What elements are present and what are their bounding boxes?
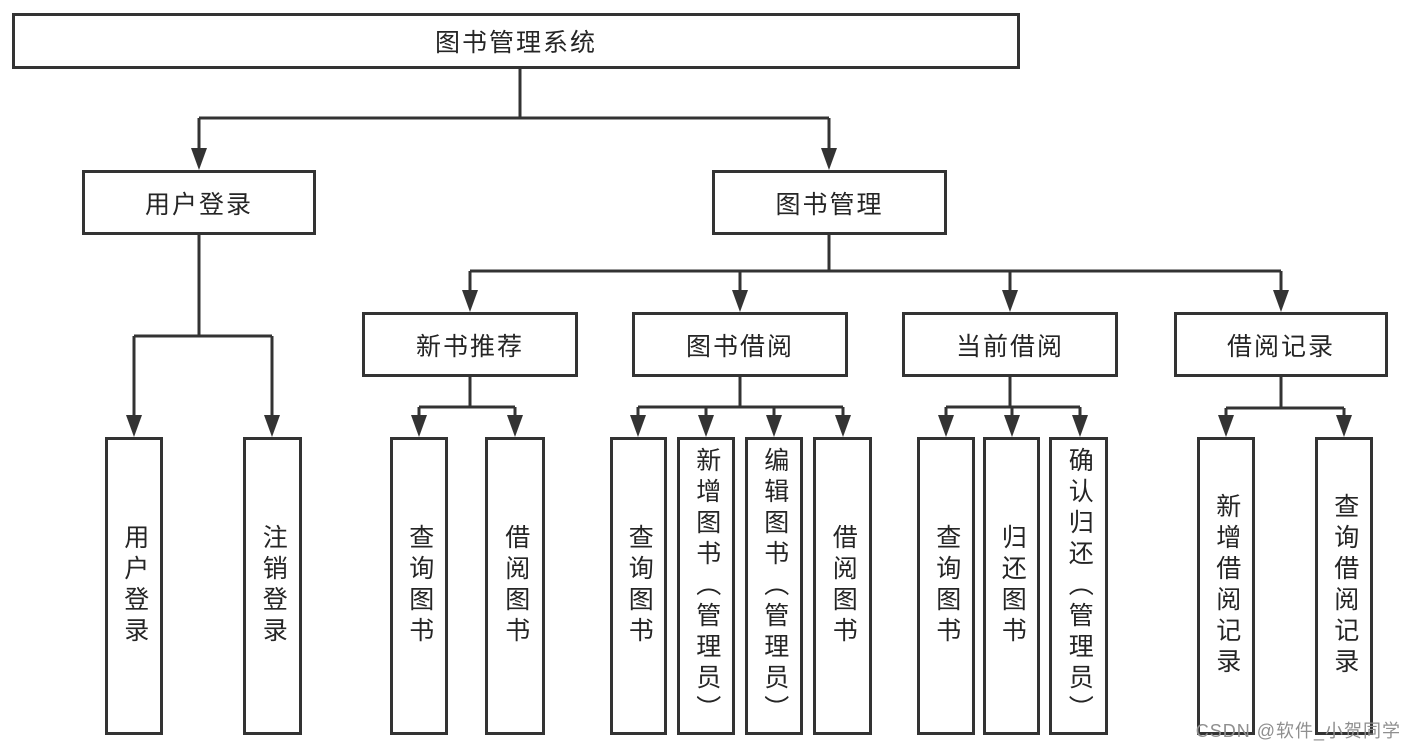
node-current-borrowing: 当前借阅 — [902, 312, 1118, 377]
leaf-recommend-query-books: 查询图书 — [390, 437, 448, 735]
leaf-recommend-query-books-label: 查询图书 — [405, 524, 434, 648]
leaf-current-query-books-label: 查询图书 — [932, 524, 961, 648]
node-root-system-label: 图书管理系统 — [434, 29, 597, 57]
leaf-user-login: 用户登录 — [105, 437, 163, 735]
leaf-borrowing-add-books-admin: 新增图书（管理员） — [677, 437, 735, 735]
leaf-current-query-books: 查询图书 — [917, 437, 975, 735]
connector-lines — [132, 69, 1346, 417]
leaf-borrowing-query-books: 查询图书 — [610, 437, 667, 735]
leaf-logout-label: 注销登录 — [259, 524, 288, 648]
node-borrowing-records: 借阅记录 — [1174, 312, 1388, 377]
leaf-recommend-borrow-books-label: 借阅图书 — [501, 524, 530, 648]
leaf-logout: 注销登录 — [243, 437, 302, 735]
leaf-borrowing-borrow-books-label: 借阅图书 — [829, 524, 858, 648]
leaf-records-query-record-label: 查询借阅记录 — [1330, 493, 1359, 679]
leaf-borrowing-add-books-admin-label: 新增图书（管理员） — [692, 446, 721, 726]
leaf-current-return-books-label: 归还图书 — [998, 524, 1027, 648]
node-borrowing-records-label: 借阅记录 — [1226, 332, 1335, 361]
leaf-records-add-record: 新增借阅记录 — [1197, 437, 1255, 735]
leaf-borrowing-edit-books-admin-label: 编辑图书（管理员） — [760, 446, 789, 726]
node-current-borrowing-label: 当前借阅 — [955, 332, 1064, 361]
leaf-current-confirm-return-admin-label: 确认归还（管理员） — [1065, 446, 1094, 726]
node-root-system: 图书管理系统 — [12, 13, 1020, 69]
node-book-management-label: 图书管理 — [775, 190, 884, 219]
leaf-current-return-books: 归还图书 — [983, 437, 1040, 735]
watermark-text: CSDN @软件_小贺同学 — [1195, 721, 1401, 741]
node-book-management: 图书管理 — [712, 170, 947, 235]
node-user-login-branch-label: 用户登录 — [144, 190, 253, 219]
node-new-book-recommendation: 新书推荐 — [362, 312, 578, 377]
leaf-borrowing-query-books-label: 查询图书 — [625, 524, 654, 648]
leaf-user-login-label: 用户登录 — [120, 524, 149, 648]
node-book-borrowing-label: 图书借阅 — [685, 332, 794, 361]
leaf-recommend-borrow-books: 借阅图书 — [485, 437, 545, 735]
leaf-records-query-record: 查询借阅记录 — [1315, 437, 1373, 735]
leaf-current-confirm-return-admin: 确认归还（管理员） — [1049, 437, 1108, 735]
leaf-borrowing-borrow-books: 借阅图书 — [813, 437, 872, 735]
node-user-login-branch: 用户登录 — [82, 170, 316, 235]
leaf-records-add-record-label: 新增借阅记录 — [1212, 493, 1241, 679]
node-new-book-recommendation-label: 新书推荐 — [415, 332, 524, 361]
arrowhead-icons — [126, 148, 1352, 437]
node-book-borrowing: 图书借阅 — [632, 312, 848, 377]
leaf-borrowing-edit-books-admin: 编辑图书（管理员） — [745, 437, 803, 735]
